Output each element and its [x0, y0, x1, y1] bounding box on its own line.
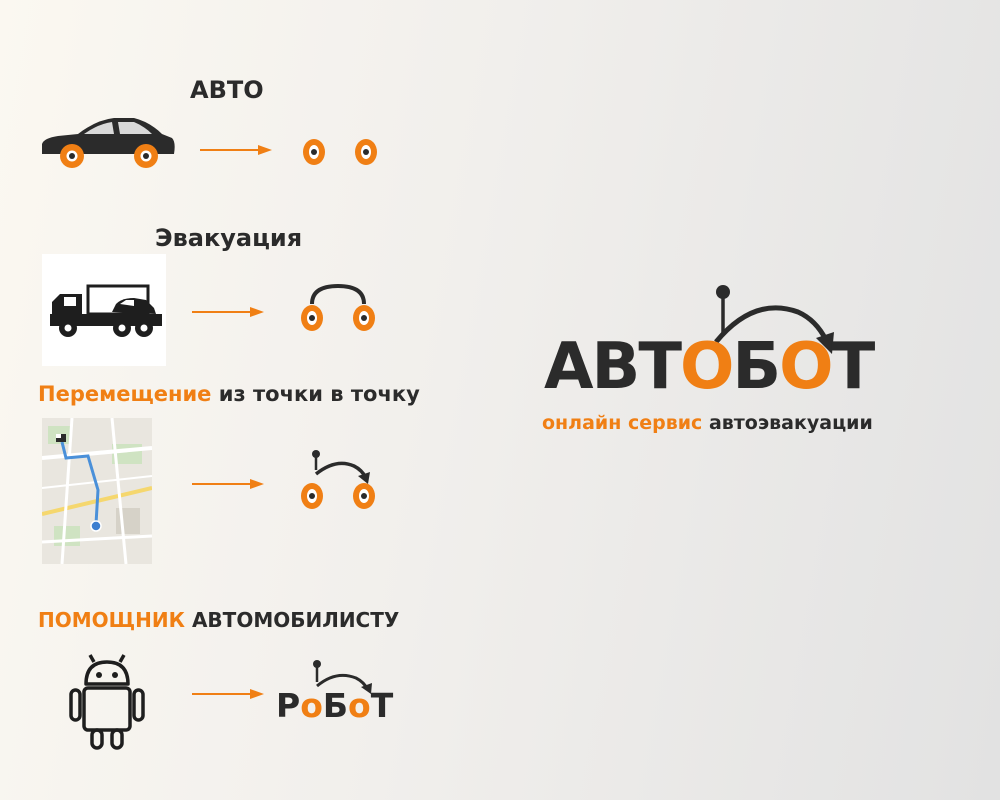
tow-truck-image: [42, 254, 166, 366]
arrow-icon: [192, 689, 264, 699]
robot-arrow-icon: [313, 660, 372, 694]
robot-letter: Т: [370, 686, 394, 725]
tow-truck-icon: [50, 284, 162, 337]
logo-arrow-icon: [714, 285, 834, 354]
robot-letter: Р: [276, 686, 301, 725]
map-route-icon: [42, 418, 152, 564]
section-move-title-accent: Перемещение: [38, 382, 212, 406]
logo: АВТОБОТ онлайн сервис автоэвакуации: [536, 276, 896, 446]
section-helper-title-rest: АВТОМОБИЛИСТУ: [184, 608, 400, 632]
section-move-title: Перемещение из точки в точку: [38, 382, 420, 406]
robot-word-symbol: РоБоТ: [276, 656, 406, 725]
section-move-title-rest: из точки в точку: [211, 382, 420, 406]
logo-letter: Т: [638, 330, 682, 404]
android-robot-icon: [69, 654, 145, 750]
car-icon: [42, 118, 175, 168]
eyes-with-arc-symbol: [301, 283, 375, 331]
logo-letter: В: [591, 330, 641, 404]
eyes-with-arrow-symbol: [301, 450, 375, 509]
robot-word: РоБоТ: [276, 686, 393, 725]
logo-letter-eye: О: [679, 330, 734, 404]
arrow-icon: [192, 479, 264, 489]
section-evacuation-title: Эвакуация: [155, 224, 303, 252]
logo-letter-eye: О: [779, 330, 833, 404]
robot-letter: о: [348, 686, 371, 725]
map-image: [42, 418, 152, 564]
arrow-icon: [200, 145, 272, 155]
section-auto-title: АВТО: [190, 76, 264, 104]
section-helper-title: ПОМОЩНИК АВТОМОБИЛИСТУ: [38, 608, 399, 632]
logo-letter: А: [544, 330, 594, 404]
logo-wordmark: АВТОБОТ: [544, 334, 875, 400]
logo-letter: Б: [732, 330, 781, 404]
arrow-icon: [192, 307, 264, 317]
robot-letter: Б: [322, 686, 349, 725]
logo-tagline-accent: онлайн сервис: [542, 412, 703, 434]
section-helper-title-accent: ПОМОЩНИК: [38, 608, 185, 632]
logo-tagline: онлайн сервис автоэвакуации: [542, 412, 873, 434]
logo-tagline-rest: автоэвакуации: [708, 412, 873, 434]
logo-letter: Т: [831, 330, 876, 404]
two-eyes-symbol: [303, 139, 377, 165]
robot-letter: о: [300, 686, 323, 725]
